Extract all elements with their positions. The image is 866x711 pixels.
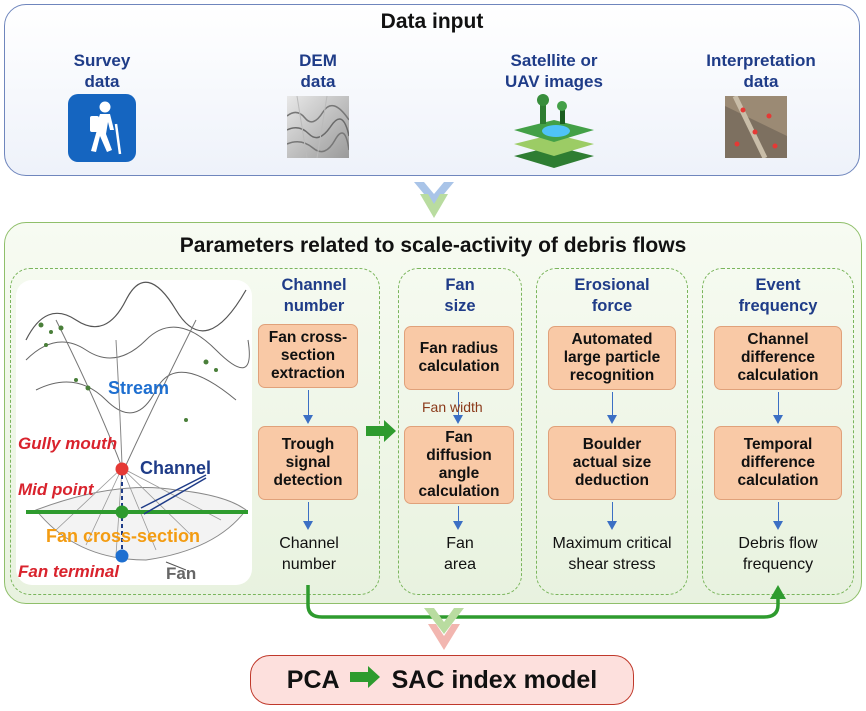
channel-difference-step: Channel difference calculation — [714, 326, 842, 390]
debris-flow-frequency-output: Debris flow frequency — [738, 535, 818, 573]
green-right-arrow-icon — [349, 665, 382, 695]
interpretation-data-label: Interpretation data — [706, 51, 816, 91]
hiker-icon — [68, 94, 136, 162]
sac-index-model-box: PCA SAC index model — [250, 655, 634, 705]
down-arrow — [773, 392, 783, 424]
survey-data-label: Survey data — [73, 51, 131, 91]
channel-label: Channel — [140, 458, 212, 478]
dem-terrain-icon — [286, 95, 350, 159]
erosional-force-box — [536, 268, 688, 595]
down-arrow — [773, 502, 783, 530]
stream-label: Stream — [108, 378, 170, 398]
data-input-panel — [4, 4, 860, 176]
green-connector-arrow — [298, 585, 798, 625]
trough-signal-detection-step: Trough signal detection — [258, 426, 358, 500]
pca-label: PCA — [286, 665, 340, 694]
fan-radius-calculation-step: Fan radius calculation — [404, 326, 514, 390]
fan-schematic-map: Stream Gully mouth Channel Mid point Fan… — [16, 280, 252, 585]
fan-label: Fan — [166, 564, 197, 583]
fan-diffusion-angle-calculation-step: Fan diffusion angle calculation — [404, 426, 514, 504]
down-arrow — [607, 392, 617, 424]
fan-terminal-label: Fan terminal — [18, 562, 120, 581]
down-chevron-arrow — [412, 180, 456, 220]
down-arrow — [303, 502, 313, 530]
fan-width-label: Fan width — [422, 399, 483, 415]
large-particle-recognition-step: Automated large particle recognition — [548, 326, 676, 390]
down-arrow — [453, 506, 463, 530]
data-input-title: Data input — [380, 10, 484, 33]
dem-data-label: DEM data — [299, 51, 337, 91]
down-arrow — [453, 392, 463, 424]
fan-size-title: Fan size — [444, 276, 476, 315]
boulder-size-deduction-step: Boulder actual size deduction — [548, 426, 676, 500]
down-arrow — [607, 502, 617, 530]
fan-size-box — [398, 268, 522, 595]
channel-number-output: Channel number — [279, 535, 339, 573]
down-chevron-arrow-final — [422, 606, 466, 652]
fan-cross-section-extraction-step: Fan cross- section extraction — [258, 324, 358, 388]
temporal-difference-step: Temporal difference calculation — [714, 426, 842, 500]
satellite-layers-icon — [510, 88, 598, 170]
green-right-arrow — [366, 420, 398, 442]
sac-index-model-label: SAC index model — [391, 665, 598, 694]
erosional-force-title: Erosional force — [574, 276, 650, 315]
mid-point-label: Mid point — [18, 480, 94, 499]
down-arrow — [303, 390, 313, 424]
event-frequency-title: Event frequency — [738, 276, 818, 315]
interpretation-map-icon — [725, 94, 787, 160]
satellite-uav-label: Satellite or UAV images — [505, 51, 603, 91]
parameters-title: Parameters related to scale-activity of … — [179, 234, 687, 257]
shear-stress-output: Maximum critical shear stress — [552, 535, 672, 573]
channel-number-title: Channel number — [281, 276, 347, 315]
fan-cross-section-label: Fan cross-section — [46, 526, 201, 546]
fan-area-output: Fan area — [443, 535, 477, 573]
gully-mouth-label: Gully mouth — [18, 434, 118, 453]
